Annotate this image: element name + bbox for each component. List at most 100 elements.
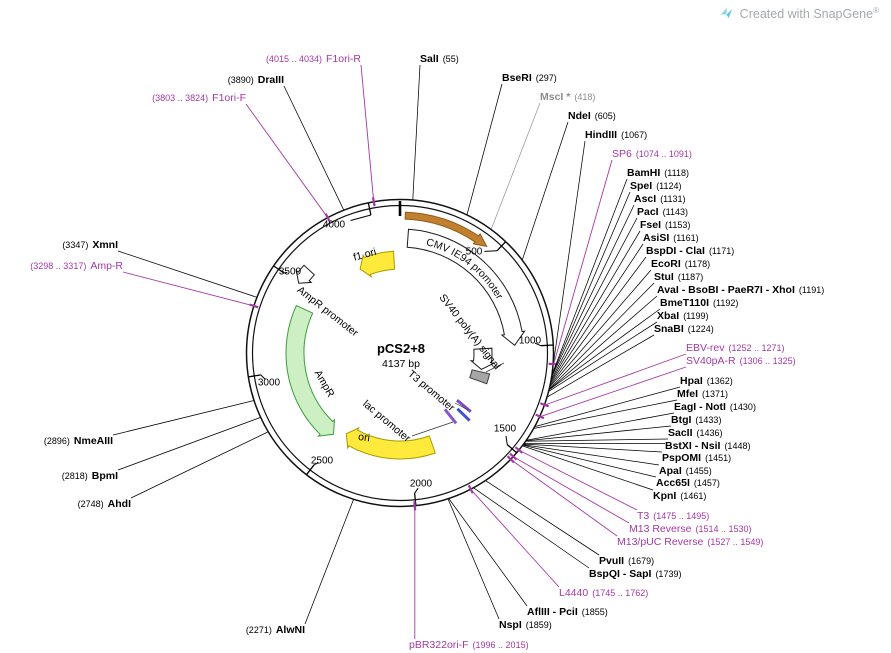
site-name: L4440 [559, 587, 589, 599]
ampr-promoter-arrow [295, 264, 316, 284]
scale-tick-label: 3500 [278, 266, 302, 278]
leader-line [547, 334, 655, 398]
scale-tick [496, 241, 507, 252]
leader-line [122, 271, 254, 307]
site-name: EBV-rev [686, 342, 725, 354]
leader-line [526, 412, 675, 441]
primer-label: EBV-rev(1252 .. 1271) [686, 342, 785, 354]
site-position: (1118) [664, 168, 689, 178]
primer-label: M13/pUC Reverse(1527 .. 1549) [617, 536, 763, 548]
enzyme-label: AflIII - PciI(1855) [527, 606, 608, 618]
enzyme-label: BspDI - ClaI(1171) [646, 245, 734, 257]
primer-label: T3(1475 .. 1495) [637, 510, 709, 522]
enzyme-label: XbaI(1199) [657, 310, 709, 322]
enhancer-arc-arrow [404, 211, 488, 248]
site-name: F1ori-F [212, 92, 246, 104]
site-position: (1527 .. 1549) [707, 537, 764, 547]
enzyme-label: KpnI(1461) [653, 490, 706, 502]
site-name: Amp-R [90, 260, 123, 272]
leader-line [526, 438, 669, 442]
leader-line [485, 480, 600, 556]
site-position: (605) [594, 111, 616, 121]
site-position: (1745 .. 1762) [592, 588, 649, 598]
site-position: (1455) [685, 466, 712, 476]
site-name: AhdI [107, 498, 131, 510]
enzyme-label: AvaI - BsoBI - PaeR7I - XhoI(1191) [657, 284, 824, 296]
enzyme-label: BamHI(1118) [627, 167, 689, 179]
enzyme-label: BtgI(1433) [671, 414, 721, 426]
primer-label: (4015 .. 4034)F1ori-R [266, 53, 361, 65]
leader-line [470, 489, 560, 588]
f1-ori-arrow [359, 250, 396, 279]
site-position: (1252 .. 1271) [728, 343, 785, 353]
site-position: (3803 .. 3824) [152, 93, 209, 103]
site-name: Acc65I [656, 477, 690, 489]
enzyme-label: StuI(1187) [654, 271, 703, 283]
snapgene-watermark: Created with SnapGene® [719, 6, 879, 21]
primer-site-mark [506, 455, 515, 464]
site-position: (1679) [628, 556, 655, 566]
scale-tick-stub [414, 487, 419, 494]
site-position: (4015 .. 4034) [265, 54, 322, 64]
scale-tick-label: 2000 [409, 478, 433, 490]
primer-site-mark [535, 413, 545, 420]
plasmid-name: pCS2+8 [376, 341, 426, 356]
site-position: (3890) [227, 75, 254, 85]
scale-tick-stub [350, 214, 372, 221]
leader-line [552, 178, 628, 373]
site-name: BseRI [502, 72, 532, 84]
site-position: (1131) [660, 194, 686, 204]
leader-line [550, 256, 647, 386]
enzyme-label: HindIII(1067) [585, 129, 647, 141]
site-name: SalI [420, 53, 439, 65]
primer-label: (3803 .. 3824)F1ori-F [152, 92, 246, 104]
site-position: (1143) [662, 207, 688, 217]
site-name: FseI [640, 219, 662, 231]
leader-line [534, 399, 678, 429]
enzyme-label: SacII(1436) [668, 427, 723, 439]
enzyme-label: BseRI(297) [502, 72, 557, 84]
enzyme-label: FseI(1153) [640, 219, 690, 231]
site-position: (55) [442, 54, 459, 64]
primer-label: L4440(1745 .. 1762) [559, 587, 648, 599]
site-name: XbaI [657, 310, 680, 322]
leader-line [473, 487, 590, 569]
leader-line [548, 321, 658, 392]
site-name: AvaI - BsoBI - PaeR7I - XhoI [657, 284, 795, 296]
site-position: (1067) [621, 130, 648, 140]
scale-tick-stub [260, 374, 266, 380]
site-position: (1371) [702, 389, 729, 399]
leader-line [549, 282, 655, 389]
site-position: (2748) [77, 499, 104, 509]
site-position: (1306 .. 1325) [739, 356, 796, 366]
leader-line [304, 499, 354, 625]
enzyme-label: MfeI(1371) [677, 388, 728, 400]
leader-line [513, 456, 630, 524]
primer-site-mark [509, 452, 518, 461]
site-position: (1859) [525, 620, 552, 630]
leader-line [510, 459, 618, 537]
site-name: BmeT110I [660, 297, 710, 309]
enzyme-label: AscI(1131) [634, 193, 686, 205]
site-name: MscI * [540, 91, 571, 103]
primer-label: SV40pA-R(1306 .. 1325) [686, 355, 796, 367]
site-name: BamHI [627, 167, 661, 179]
site-position: (1996 .. 2015) [472, 640, 529, 650]
enzyme-label: (3347)XmnI [62, 239, 118, 251]
site-position: (1362) [706, 376, 733, 386]
scale-tick-stub [313, 462, 319, 466]
site-name: EagI - NotI [674, 401, 726, 413]
gray-feature-box [469, 369, 491, 385]
primer-label: M13 Reverse(1514 .. 1530) [629, 523, 752, 535]
leader-line [550, 269, 652, 387]
site-position: (418) [574, 92, 596, 102]
leader-line [544, 353, 687, 406]
feature-pointer-line [485, 362, 505, 373]
scale-tick-label: 1000 [518, 335, 542, 347]
site-name: HpaI [680, 375, 703, 387]
leader-line [360, 64, 375, 202]
leader-line [553, 159, 613, 365]
watermark-text: Created with SnapGene® [739, 6, 879, 22]
leader-line [130, 431, 268, 499]
leader-line [523, 444, 657, 478]
